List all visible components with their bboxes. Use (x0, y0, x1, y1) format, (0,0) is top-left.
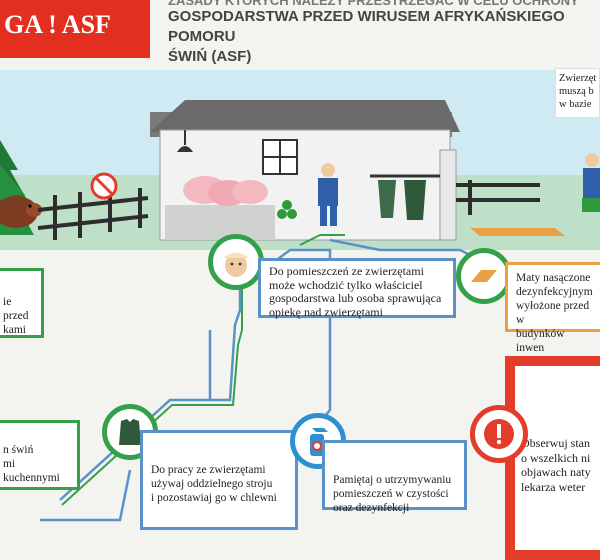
staff-only-card: Do pomieszczeń ze zwierzętami może wchod… (258, 258, 456, 318)
mats-card: Maty nasączone dezynfekcyjnym wyłożone p… (505, 262, 600, 354)
left-top-line: ie przed (3, 296, 29, 322)
clothing-icon (119, 419, 141, 445)
cleanliness-card: Pamiętaj o utrzymywaniu pomieszczeń w cz… (322, 440, 467, 514)
fence-right (456, 180, 540, 215)
observe-alert-frame: Obserwuj stan o wszelkich ni objawach na… (505, 356, 600, 560)
farmer-pin (208, 234, 264, 290)
barn-building (150, 100, 460, 241)
left-top-line: kami (3, 324, 26, 336)
note-line: Zwierzęt (559, 73, 597, 84)
cleanliness-line: pomieszczeń w czystości (333, 488, 449, 500)
clothing-line: Do pracy ze zwierzętami (151, 464, 266, 476)
no-entry-icon (90, 172, 118, 200)
farmer-icon (318, 163, 338, 226)
note-line: muszą b (559, 86, 594, 97)
cleanliness-line: oraz dezynfekcji (333, 502, 410, 514)
left-bottom-line: n świń (3, 444, 34, 456)
observe-line: o wszelkich ni (521, 450, 591, 465)
left-bottom-line: mi kuchennymi (3, 458, 60, 484)
note-line: w bazie (559, 99, 592, 110)
left-bottom-card: n świń mi kuchennymi (0, 420, 80, 490)
feed-bowl-icon (277, 200, 297, 219)
page-title: ZASADY KTÓRYCH NALEŻY PRZESTRZEGAĆ W CEL… (168, 0, 600, 67)
lamp-icon (177, 130, 193, 152)
mat-icon (470, 228, 565, 236)
title-line-cut: ZASADY KTÓRYCH NALEŻY PRZESTRZEGAĆ W CEL… (168, 0, 600, 7)
clothing-line: i pozostawiaj go w chlewni (151, 492, 277, 504)
observe-card: Obserwuj stan o wszelkich ni objawach na… (521, 436, 591, 494)
scene-illustration (0, 100, 600, 522)
left-top-card: ie przed kami (0, 268, 44, 338)
exclamation-pin (470, 405, 528, 463)
spray-icon (310, 428, 328, 456)
observe-line: Obserwuj stan (521, 436, 590, 450)
farmer-icon (223, 252, 249, 277)
title-line-2: GOSPODARSTWA PRZED WIRUSEM AFRYKAŃSKIEGO… (168, 8, 565, 45)
title-line-3: ŚWIŃ (ASF) (168, 48, 252, 65)
mat-pin (456, 248, 512, 304)
observe-line: lekarza weter (521, 479, 586, 494)
farmer-right-icon (582, 153, 600, 212)
staff-only-text: Do pomieszczeń ze zwierzętami może wchod… (269, 264, 442, 319)
mats-line: budynków inwen (516, 328, 565, 354)
clothing-card: Do pracy ze zwierzętami używaj oddzielne… (140, 430, 298, 530)
note-top-right: Zwierzęt muszą b w bazie (555, 68, 600, 118)
wild-boar-icon (0, 196, 42, 228)
clothing-line: używaj oddzielnego stroju (151, 478, 273, 490)
clothes-rack-icon (370, 174, 440, 220)
observe-line: objawach naty (521, 465, 591, 479)
mats-line: Maty nasączone (516, 272, 591, 284)
asf-banner: GA ! ASF (0, 0, 150, 58)
pigs-icon (183, 176, 268, 206)
mats-line: dezynfekcyjnym (516, 286, 593, 298)
exclamation-icon (484, 419, 514, 449)
cleanliness-line: Pamiętaj o utrzymywaniu (333, 474, 452, 486)
fence (37, 188, 149, 240)
mats-line: wyłożone przed w (516, 300, 590, 326)
mat-icon (471, 270, 497, 282)
